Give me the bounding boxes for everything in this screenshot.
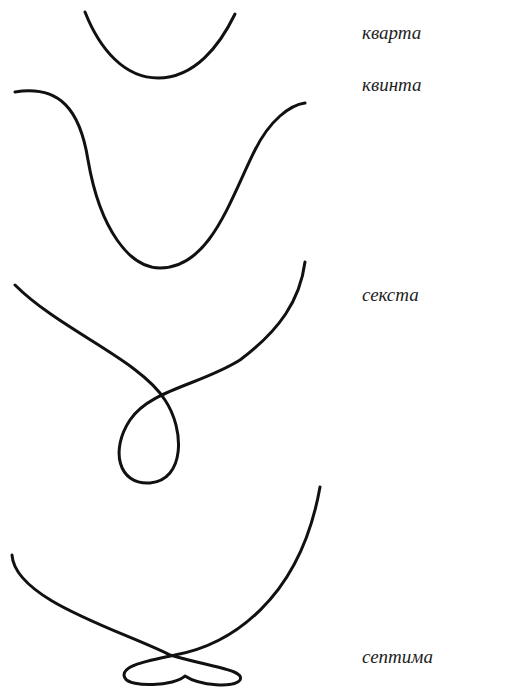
interval-label: квинта	[362, 74, 422, 97]
seventh-curve	[12, 487, 320, 685]
interval-label: секста	[362, 284, 419, 307]
fifth-curve	[15, 91, 305, 268]
interval-label: септима	[362, 646, 433, 669]
fourth-curve	[85, 12, 235, 78]
sixth-curve	[15, 262, 305, 483]
interval-label: кварта	[362, 22, 421, 45]
